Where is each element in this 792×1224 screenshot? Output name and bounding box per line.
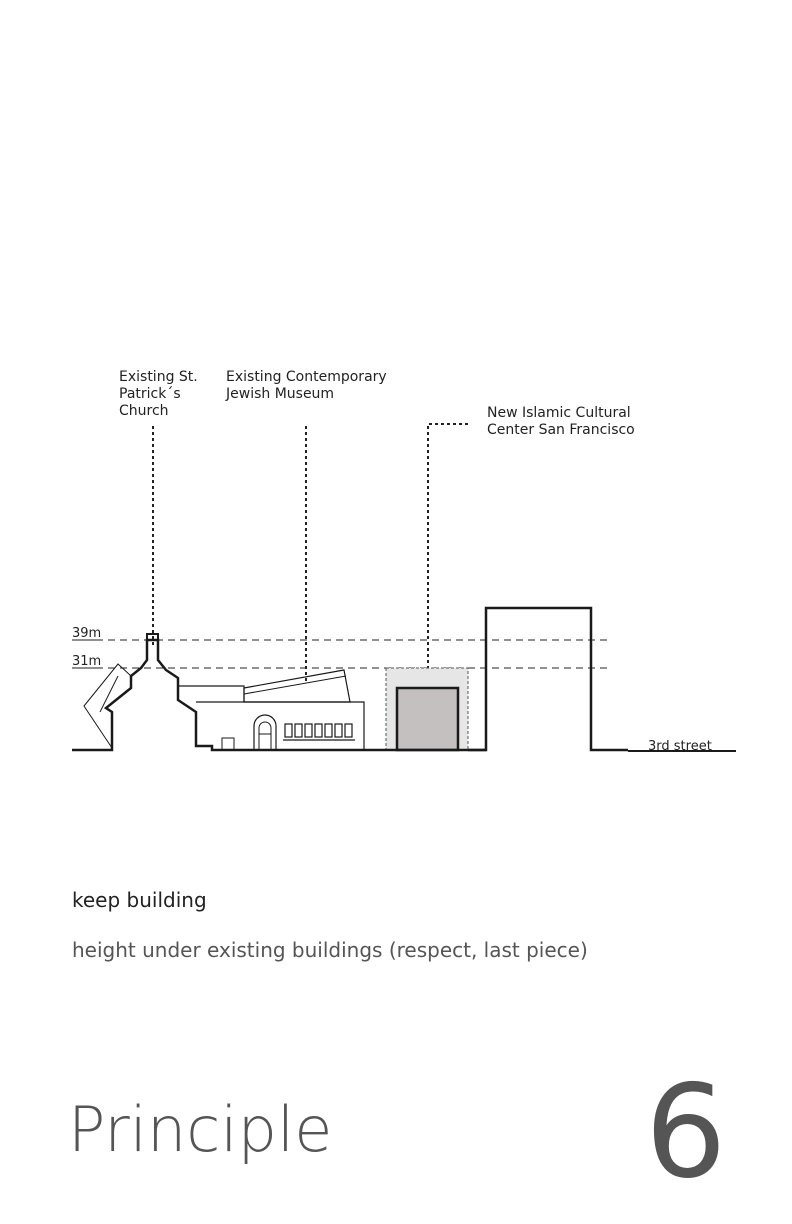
- keep-building-text: keep building: [72, 888, 207, 912]
- street-label: 3rd street: [648, 739, 712, 754]
- height-label-31m: 31m: [72, 654, 102, 669]
- museum-window: [314, 723, 323, 738]
- museum-arch-inner: [258, 721, 272, 750]
- center-label: New Islamic Cultural Center San Francisc…: [487, 405, 635, 439]
- museum-windows: [283, 723, 355, 741]
- museum-window: [284, 723, 293, 738]
- principle-title: Principle: [68, 1093, 333, 1166]
- height-label-39m: 39m: [72, 626, 102, 641]
- museum-roof-slant: [243, 669, 351, 703]
- church-label-line: Church: [119, 403, 169, 419]
- museum-roof-inner: [243, 675, 347, 695]
- museum-wall: [196, 701, 365, 750]
- church-spire: [146, 633, 159, 640]
- church-side-roof: [83, 663, 132, 750]
- center-building: [395, 686, 460, 752]
- museum-label-line: Jewish Museum: [226, 386, 335, 402]
- museum-window: [344, 723, 353, 738]
- museum-window: [334, 723, 343, 738]
- tall-building: [468, 606, 628, 752]
- center-label-line: Center San Francisco: [487, 422, 635, 438]
- museum-label-line: Existing Contemporary: [226, 369, 387, 385]
- church-label: Existing St. Patrick´s Church: [119, 369, 198, 420]
- church-label-line: Existing St.: [119, 369, 198, 385]
- church-silhouette: [72, 638, 386, 752]
- museum-window: [324, 723, 333, 738]
- church-label-line: Patrick´s: [119, 386, 181, 402]
- church-side-roof-line: [99, 675, 119, 713]
- center-label-line: New Islamic Cultural: [487, 405, 631, 421]
- museum-window: [294, 723, 303, 738]
- museum-roof-low: [178, 685, 245, 702]
- museum-arch: [253, 714, 277, 750]
- museum-window: [304, 723, 313, 738]
- center-leader: [427, 423, 468, 688]
- height-rule-text: height under existing buildings (respect…: [72, 938, 588, 962]
- principle-number: 6: [645, 1058, 727, 1207]
- museum-label: Existing Contemporary Jewish Museum: [226, 369, 387, 403]
- museum-door: [221, 737, 235, 751]
